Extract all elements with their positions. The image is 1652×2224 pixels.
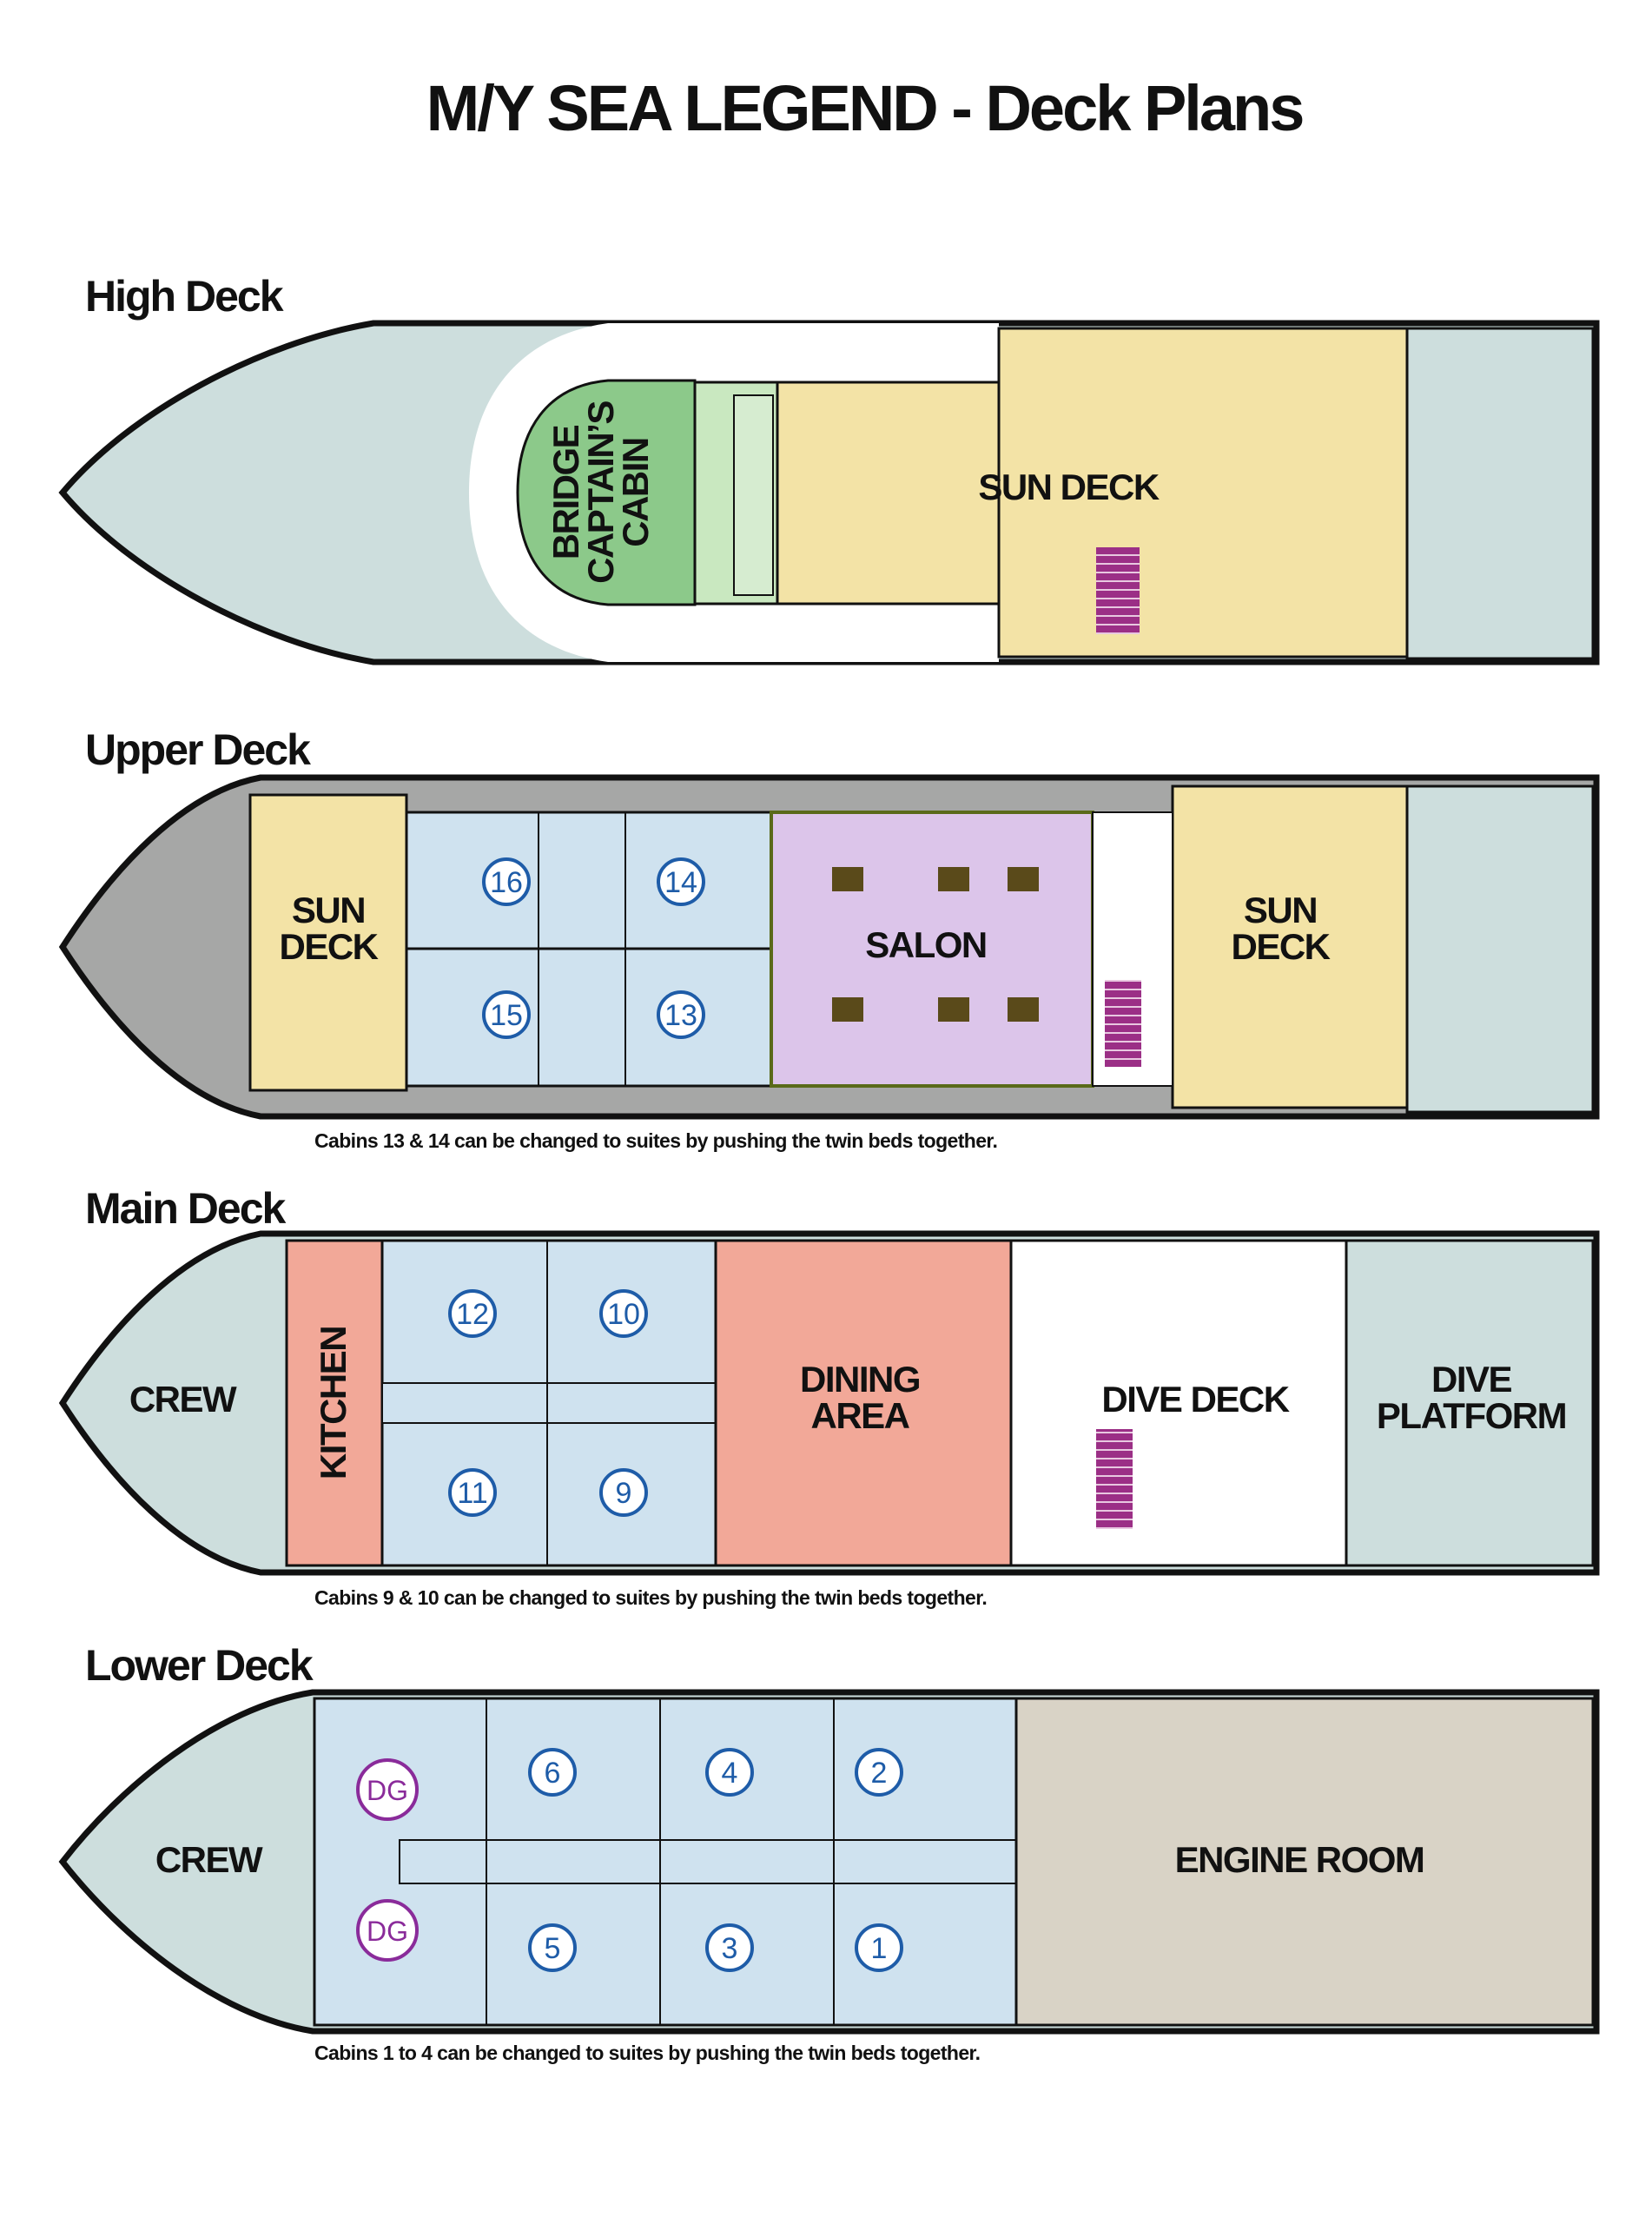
salon-table [832, 867, 863, 891]
high-deck-sun-deck-label: SUN DECK [978, 467, 1160, 507]
dining-label-2: AREA [810, 1395, 909, 1436]
high-deck-plan: SUN DECK BRIDGE CAPTAIN’S CABIN [58, 320, 1600, 665]
cabin-13-number: 13 [664, 999, 697, 1032]
dining-label-1: DINING [800, 1359, 920, 1400]
upper-fore-sun-label-2: DECK [279, 926, 378, 967]
main-deck-note: Cabins 9 & 10 can be changed to suites b… [314, 1586, 988, 1609]
cabin-2-number: 2 [871, 1757, 888, 1790]
lower-deck-engine-room [1014, 1697, 1595, 2027]
upper-deck-plan: SUN DECK SALON SUN DECK 16 14 15 13 [58, 774, 1600, 1120]
bridge-label: BRIDGE [545, 425, 586, 559]
upper-aft-sun-label-1: SUN [1244, 890, 1317, 930]
dive-platform-label-2: PLATFORM [1377, 1395, 1566, 1436]
main-deck-dining [714, 1239, 1013, 1567]
dive-deck-label: DIVE DECK [1101, 1379, 1289, 1420]
cabin-15-number: 15 [490, 999, 523, 1032]
high-deck-bridge [516, 379, 697, 606]
salon-table [1008, 997, 1039, 1022]
high-deck-stairs [1096, 547, 1140, 634]
cabin-9-number: 9 [616, 1477, 632, 1510]
main-deck-title: Main Deck [85, 1184, 286, 1233]
main-crew-label: CREW [129, 1379, 237, 1420]
main-deck-dive-platform [1345, 1239, 1595, 1567]
high-deck-title: High Deck [85, 272, 284, 321]
cabin-16-number: 16 [490, 866, 523, 899]
main-deck-kitchen [285, 1239, 384, 1567]
salon-table [832, 997, 863, 1022]
main-deck-corridor [381, 1382, 717, 1424]
cabin-12-number: 12 [456, 1298, 489, 1331]
upper-deck-note: Cabins 13 & 14 can be changed to suites … [314, 1129, 998, 1152]
upper-deck-aft-hull [1405, 784, 1595, 1114]
upper-deck-aft-sun-deck [1171, 784, 1409, 1109]
cabin-14-number: 14 [664, 866, 697, 899]
lower-deck-plan: CREW ENGINE ROOM DG DG 6 4 2 5 3 1 [58, 1689, 1600, 2035]
kitchen-label: KITCHEN [313, 1327, 354, 1479]
salon-table [1008, 867, 1039, 891]
main-deck-stairs [1096, 1429, 1133, 1529]
engine-room-label: ENGINE ROOM [1175, 1839, 1424, 1880]
main-deck-dive-deck [1009, 1239, 1348, 1567]
cabin-11-number: 11 [457, 1477, 487, 1510]
lower-deck-note: Cabins 1 to 4 can be changed to suites b… [314, 2042, 981, 2064]
lower-deck-corridor [399, 1839, 1017, 1884]
high-deck-aft-hull [1405, 327, 1595, 660]
salon-table [938, 867, 969, 891]
high-deck-wc [733, 394, 774, 596]
cabin-4-number: 4 [722, 1757, 738, 1790]
salon-table [938, 997, 969, 1022]
upper-deck-salon [770, 811, 1094, 1088]
upper-aft-sun-label-2: DECK [1231, 926, 1330, 967]
cabin-5-number: 5 [545, 1932, 561, 1965]
lower-deck-title: Lower Deck [85, 1641, 314, 1690]
upper-deck-fore-sun-deck [248, 793, 408, 1092]
cabin-1-number: 1 [871, 1932, 888, 1965]
page-title: M/Y SEA LEGEND - Deck Plans [426, 72, 1305, 144]
cabin-3-number: 3 [722, 1932, 738, 1965]
upper-deck-stairs [1105, 980, 1141, 1067]
cabin-label: CABIN [615, 438, 656, 547]
upper-fore-sun-label-1: SUN [292, 890, 365, 930]
upper-deck-title: Upper Deck [85, 725, 311, 774]
main-deck-plan: CREW KITCHEN DINING AREA DIVE DECK DIVE … [58, 1230, 1600, 1576]
lower-crew-label: CREW [155, 1839, 263, 1880]
cabin-6-number: 6 [545, 1757, 561, 1790]
cabin-10-number: 10 [607, 1298, 640, 1331]
dive-platform-label-1: DIVE [1431, 1359, 1512, 1400]
high-deck-sun-deck [776, 381, 1001, 606]
dg-bottom-label: DG [367, 1916, 408, 1947]
dg-top-label: DG [367, 1775, 408, 1806]
captain-label: CAPTAIN’S [580, 401, 621, 584]
salon-label: SALON [865, 924, 987, 965]
